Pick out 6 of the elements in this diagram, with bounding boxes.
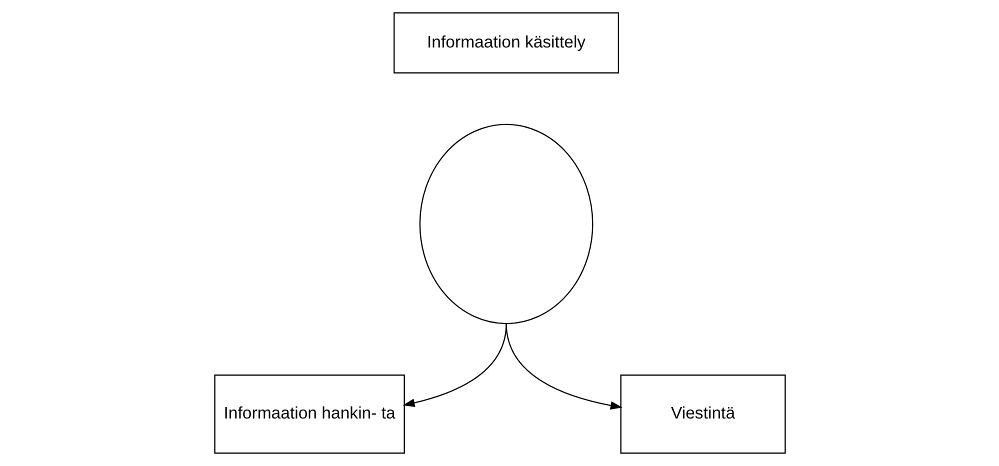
arrow: [505, 324, 622, 410]
node-box: Viestintä: [620, 374, 786, 454]
arrow: [402, 324, 506, 407]
node-box: Informaation hankin- ta: [214, 374, 404, 454]
node-box: Informaation käsittely: [393, 12, 619, 74]
node-circle: [418, 124, 593, 324]
